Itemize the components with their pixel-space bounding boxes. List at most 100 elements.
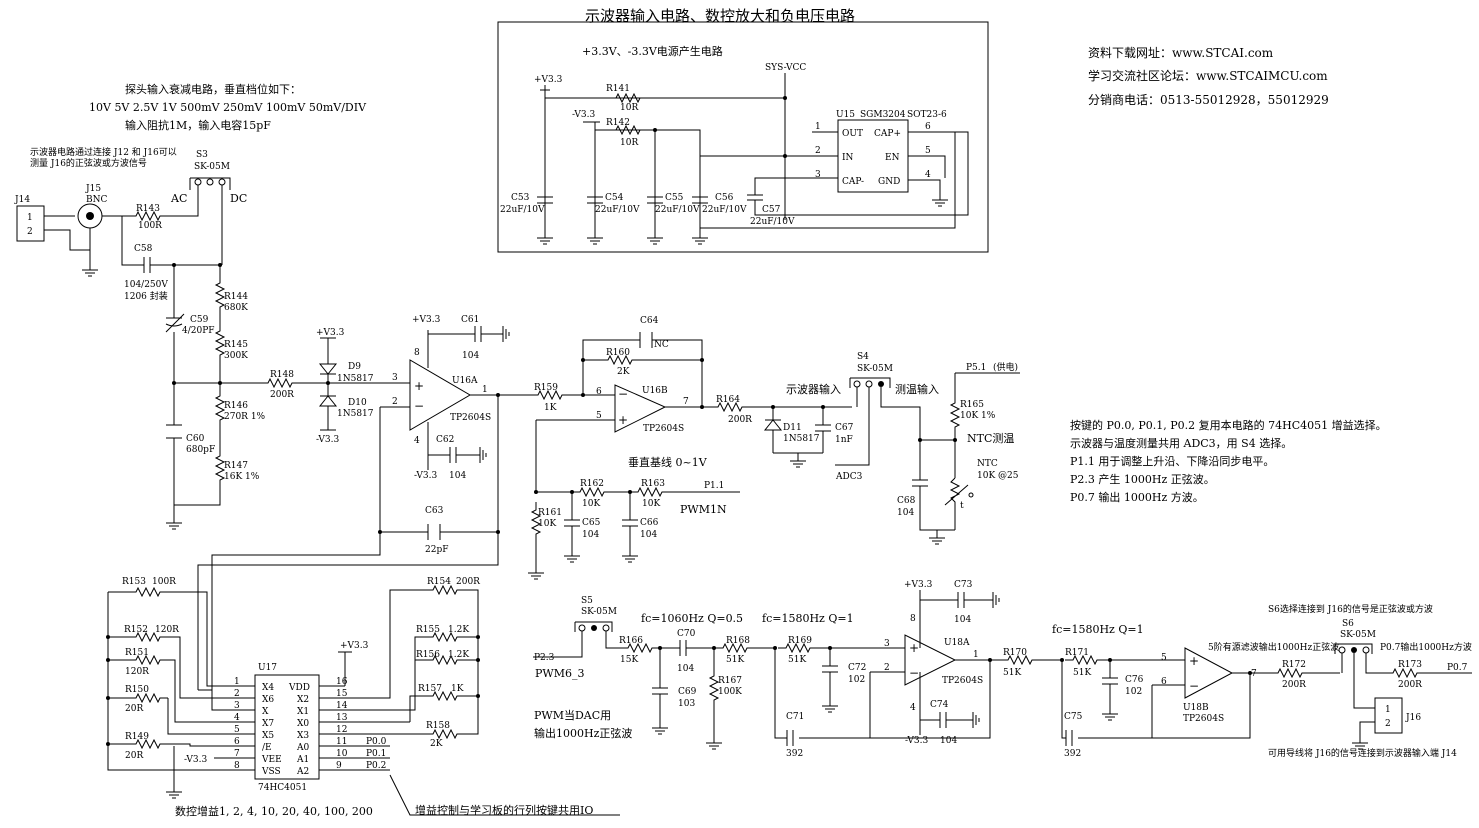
c66-label: C66 bbox=[640, 518, 659, 528]
s5-label: S5 bbox=[581, 596, 593, 606]
u15-pin4: 4 bbox=[925, 170, 931, 180]
j16-label: J16 bbox=[1405, 713, 1421, 723]
fc1-label: fc=1060Hz Q=0.5 bbox=[641, 612, 743, 625]
u16a-pin8: 8 bbox=[414, 348, 420, 358]
u17-pin8: 8 bbox=[234, 761, 240, 771]
p23-net: P2.3 bbox=[534, 653, 555, 663]
psu-title: +3.3V、-3.3V电源产生电路 bbox=[582, 44, 723, 58]
c59-label: C59 bbox=[190, 315, 209, 325]
r172-label: R172 bbox=[1282, 660, 1306, 670]
r150-label: R150 bbox=[125, 685, 149, 695]
p51-supply-note: (供电) bbox=[993, 361, 1018, 373]
u17-pin14: 14 bbox=[336, 701, 348, 711]
ntc-label: NTC bbox=[977, 459, 998, 469]
r144-value: 680K bbox=[224, 303, 248, 313]
r161-label: R161 bbox=[538, 508, 562, 518]
u17-a0: A0 bbox=[296, 743, 309, 753]
u17-a1: A1 bbox=[296, 755, 309, 765]
c58-package: 1206 封装 bbox=[124, 290, 168, 302]
r146-value: 270R 1% bbox=[224, 412, 266, 422]
r141-value: 10R bbox=[620, 103, 638, 113]
u16a-pin1: 1 bbox=[482, 385, 488, 395]
c75-value: 392 bbox=[1064, 749, 1081, 759]
u18a-pin3: 3 bbox=[884, 639, 890, 649]
u15-pin5: 5 bbox=[925, 146, 931, 156]
s6-part: SK-05M bbox=[1340, 630, 1376, 640]
u15-label: U15 bbox=[836, 110, 855, 120]
pwm63-net: PWM6_3 bbox=[535, 667, 584, 680]
c76-value: 102 bbox=[1125, 687, 1142, 697]
c60-label: C60 bbox=[186, 434, 205, 444]
probe-note-1: 探头输入衰减电路，垂直档位如下： bbox=[125, 82, 301, 96]
u16a-block: + − U16A TP2604S 3 2 1 8 4 +V3.3 C61 104… bbox=[378, 315, 530, 555]
u17-pin13: 13 bbox=[336, 713, 348, 723]
c60-value: 680pF bbox=[186, 445, 215, 455]
u18a-pin4: 4 bbox=[910, 703, 916, 713]
d10-label: D10 bbox=[348, 398, 367, 408]
c57-label: C57 bbox=[762, 205, 781, 215]
u16a-minus: − bbox=[414, 399, 424, 413]
r170-value: 51K bbox=[1003, 668, 1021, 678]
r155-label: R155 bbox=[416, 625, 440, 635]
fc2-label: fc=1580Hz Q=1 bbox=[762, 612, 854, 625]
v33-label: +V3.3 bbox=[534, 75, 563, 85]
r165-label: R165 bbox=[960, 400, 984, 410]
r173-label: R173 bbox=[1398, 660, 1422, 670]
c54-value: 22uF/10V bbox=[595, 205, 640, 215]
u15-pin1: 1 bbox=[815, 122, 821, 132]
u18b-pin6: 6 bbox=[1161, 677, 1167, 687]
r160-value: 2K bbox=[617, 367, 630, 377]
j16-note: 可用导线将 J16的信号连接到示波器输入端 J14 bbox=[1268, 747, 1457, 759]
r157-label: R157 bbox=[418, 684, 442, 694]
d9-value: 1N5817 bbox=[337, 374, 374, 384]
c62-label: C62 bbox=[436, 435, 454, 445]
probe-note-3: 输入阻抗1M，输入电容15pF bbox=[125, 118, 271, 132]
ntc-measure-label: NTC测温 bbox=[967, 432, 1014, 445]
c76-label: C76 bbox=[1125, 675, 1144, 685]
r153-label: R153 bbox=[122, 577, 146, 587]
ntc-t: t bbox=[960, 501, 964, 511]
r145-label: R145 bbox=[224, 340, 248, 350]
u17-pin16: 16 bbox=[336, 677, 348, 687]
u18b-label: U18B bbox=[1183, 703, 1209, 713]
s3-ac: AC bbox=[170, 192, 187, 205]
d9-label: D9 bbox=[348, 362, 361, 372]
c55-value: 22uF/10V bbox=[655, 205, 700, 215]
temp-input-label: 测温输入 bbox=[895, 382, 939, 396]
c67-label: C67 bbox=[835, 423, 854, 433]
r152-label: R152 bbox=[124, 625, 148, 635]
c74-label: C74 bbox=[930, 700, 949, 710]
u16a-pin4: 4 bbox=[414, 436, 420, 446]
u15-in: IN bbox=[842, 153, 854, 163]
vertical-baseline-note: 垂直基线 0~1V bbox=[628, 455, 708, 469]
s5-part: SK-05M bbox=[581, 607, 617, 617]
u15-out: OUT bbox=[842, 129, 863, 139]
c55-label: C55 bbox=[665, 193, 684, 203]
r154-value: 200R bbox=[456, 577, 480, 587]
u16b-plus: + bbox=[618, 413, 628, 427]
u17-x5: X5 bbox=[262, 731, 274, 741]
c70-label: C70 bbox=[677, 629, 696, 639]
r149-value: 20R bbox=[125, 751, 143, 761]
r142-value: 10R bbox=[620, 138, 638, 148]
c58-label: C58 bbox=[134, 244, 153, 254]
r165-value: 10K 1% bbox=[960, 411, 996, 421]
r167-value: 100K bbox=[718, 687, 742, 697]
download-url: 资料下载网址：www.STCAI.com bbox=[1088, 46, 1274, 60]
r159-label: R159 bbox=[534, 383, 558, 393]
c62-value: 104 bbox=[449, 471, 466, 481]
u18a-vee: -V3.3 bbox=[905, 736, 928, 746]
s4-label: S4 bbox=[857, 352, 869, 362]
c67-value: 1nF bbox=[835, 435, 853, 445]
s3-part: SK-05M bbox=[194, 162, 230, 172]
r156-value: 1.2K bbox=[448, 650, 469, 660]
u17-part: 74HC4051 bbox=[258, 783, 307, 793]
u17-vee: VEE bbox=[261, 755, 282, 765]
s6-note: S6选择连接到 J16的信号是正弦波或方波 bbox=[1268, 603, 1433, 615]
j16-pin2: 2 bbox=[1385, 719, 1391, 729]
gain-block: U17 74HC4051 X4 X6 X X7 X5 /E VEE VSS VD… bbox=[106, 532, 620, 818]
r142-label: R142 bbox=[606, 118, 630, 128]
u16a-vee: -V3.3 bbox=[414, 471, 437, 481]
u15-pin3: 3 bbox=[815, 170, 821, 180]
r163-label: R163 bbox=[641, 479, 665, 489]
